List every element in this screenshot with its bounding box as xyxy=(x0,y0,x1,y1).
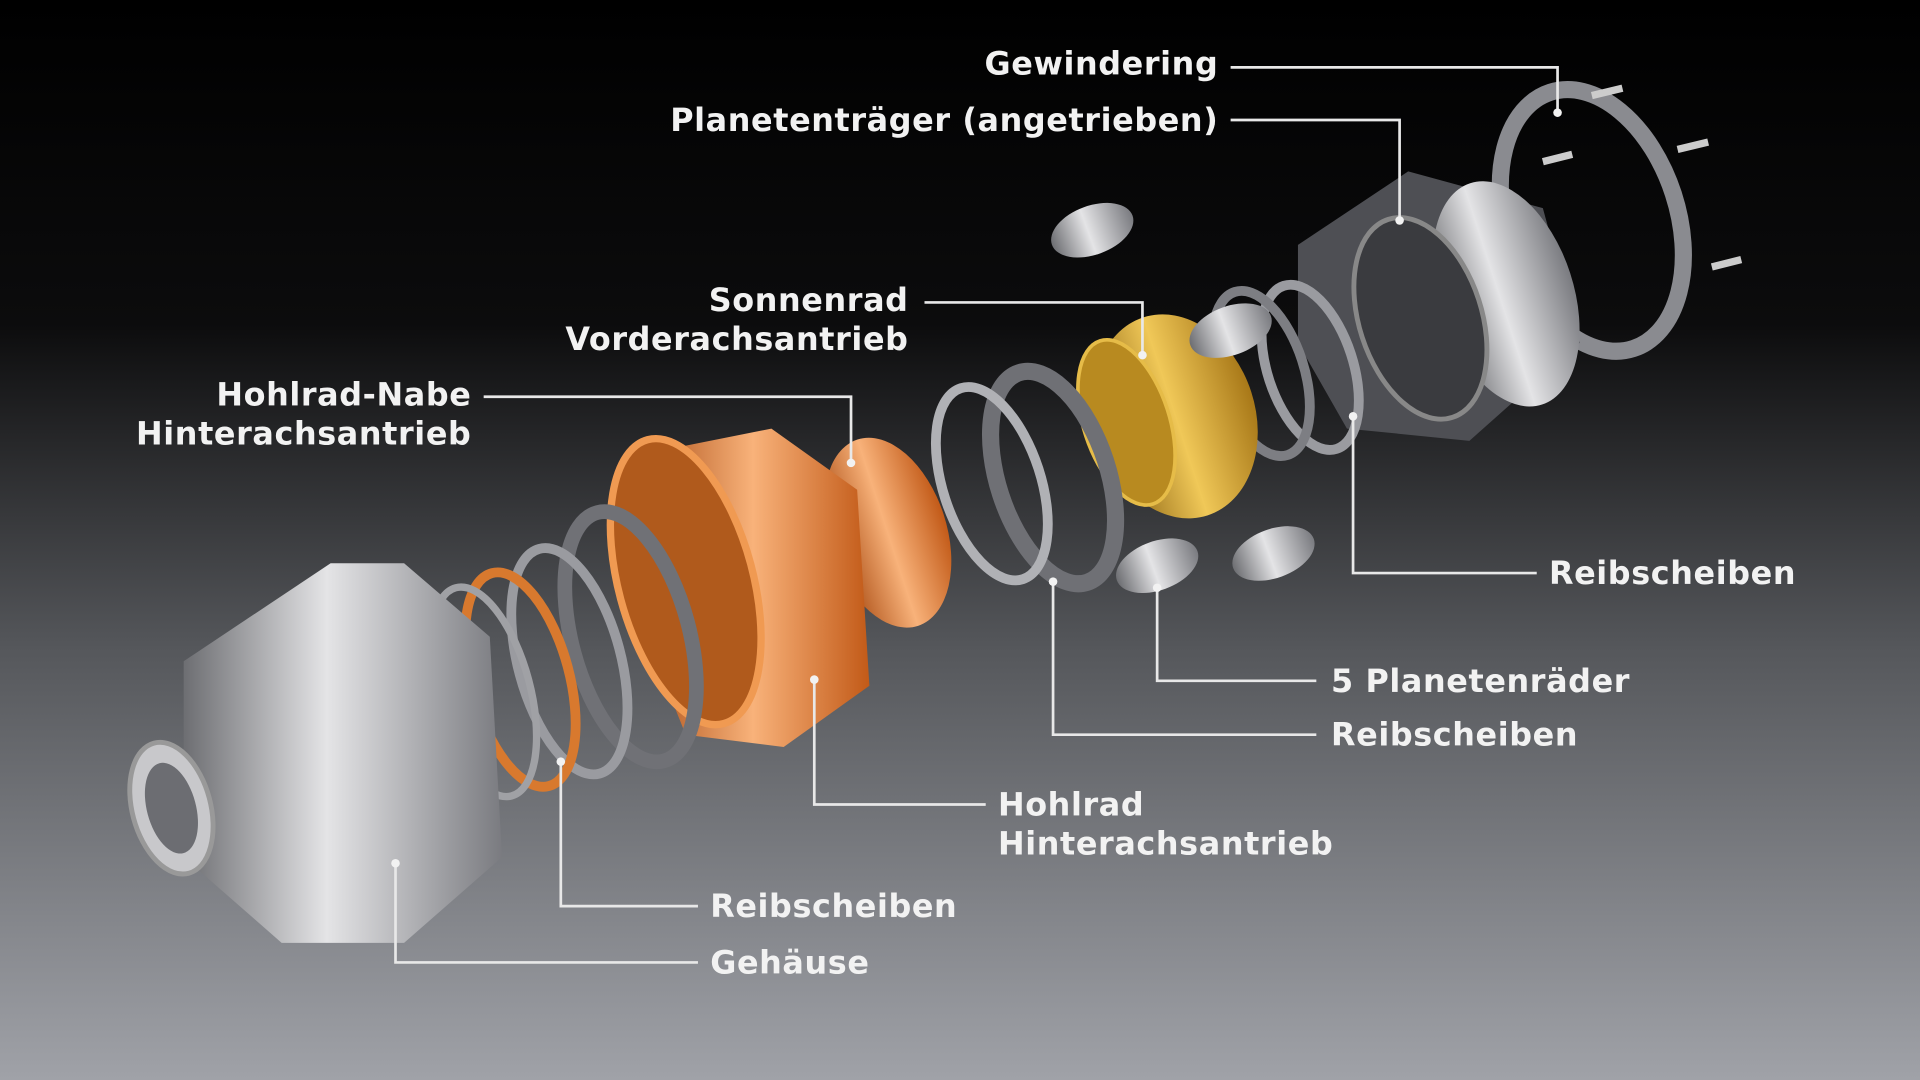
leader-dot xyxy=(556,757,566,766)
leader-sonnenrad xyxy=(924,301,1144,356)
leader-dot xyxy=(1395,216,1404,225)
label-sonnenrad-sub: Vorderachsantrieb xyxy=(565,320,908,358)
leader-dot xyxy=(846,458,856,468)
leader-dot xyxy=(810,675,819,684)
label-sonnenrad: Sonnenrad xyxy=(709,281,909,319)
label-reibscheiben-mid: Reibscheiben xyxy=(1331,716,1578,754)
label-hohlrad: Hohlrad xyxy=(998,786,1144,824)
label-planetenraeder: 5 Planetenräder xyxy=(1331,662,1630,700)
label-gehaeuse: Gehäuse xyxy=(710,943,869,981)
leader-dot xyxy=(1138,350,1147,360)
leader-dot xyxy=(1152,583,1162,593)
label-gewindering: Gewindering xyxy=(985,45,1219,83)
label-reibscheiben-left: Reibscheiben xyxy=(710,887,957,925)
leader-planetenraeder xyxy=(1155,587,1317,683)
reibscheiben-left-part xyxy=(427,504,704,801)
leader-reibscheiben-mid xyxy=(1051,581,1317,737)
label-hohlrad-sub: Hinterachsantrieb xyxy=(998,825,1333,863)
planetentraeger-part xyxy=(1297,171,1580,441)
label-hohlrad-nabe-sub: Hinterachsantrieb xyxy=(136,414,471,452)
leader-dot xyxy=(1348,412,1358,421)
leader-dot xyxy=(1048,577,1058,586)
hohlrad-part xyxy=(606,428,870,747)
label-reibscheiben-right: Reibscheiben xyxy=(1549,554,1796,592)
leader-hohlrad-nabe xyxy=(483,395,853,463)
reibscheiben-mid-part xyxy=(930,362,1125,593)
leader-gehaeuse xyxy=(394,863,698,964)
leader-planetentraeger xyxy=(1230,118,1401,221)
leader-gewindering xyxy=(1230,66,1559,113)
planetenraeder-part xyxy=(1051,202,1315,593)
leader-reibscheiben-right xyxy=(1351,416,1537,575)
leader-hohlrad xyxy=(812,679,986,806)
label-hohlrad-nabe: Hohlrad-Nabe xyxy=(216,375,471,413)
gehaeuse-part xyxy=(127,563,503,943)
leader-dot xyxy=(1553,108,1562,117)
label-planetentraeger: Planetenträger (angetrieben) xyxy=(670,101,1218,139)
leader-reibscheiben-left xyxy=(559,761,698,908)
leader-dot xyxy=(391,858,400,868)
